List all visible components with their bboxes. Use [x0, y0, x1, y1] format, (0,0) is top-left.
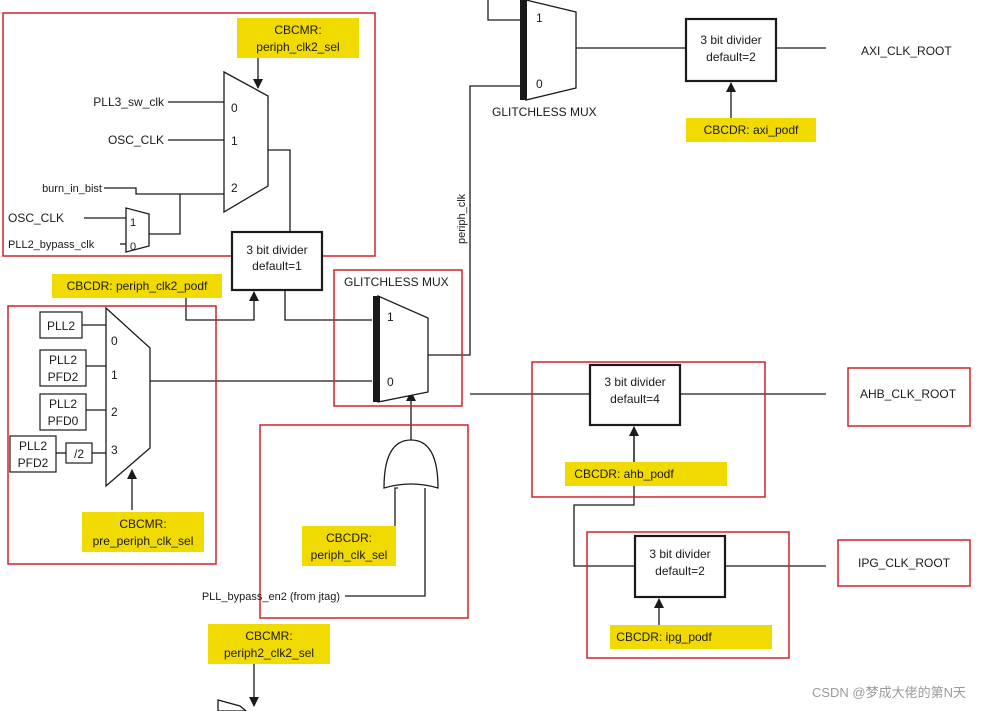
input-osc-clk: OSC_CLK [108, 133, 164, 147]
region-ipg-root [837, 539, 971, 587]
svg-text:1: 1 [387, 310, 394, 324]
svg-text:1: 1 [111, 368, 118, 382]
svg-text:PLL2: PLL2 [49, 397, 77, 411]
svg-text:pre_periph_clk_sel: pre_periph_clk_sel [93, 534, 194, 548]
periph-clk2-mux: 0 1 2 [223, 70, 269, 214]
divider-ipg: 3 bit divider default=2 [633, 534, 727, 599]
ahb-clk-root: AHB_CLK_ROOT [860, 387, 957, 401]
svg-text:PLL2: PLL2 [47, 319, 75, 333]
reg-pre-periph-clk-sel: CBCMR: pre_periph_clk_sel [82, 512, 204, 552]
input-pll2-bypass-clk: PLL2_bypass_clk [8, 239, 95, 251]
svg-text:0: 0 [231, 101, 238, 115]
region-ipg-divider [586, 531, 790, 659]
reg-axi-podf: CBCDR: axi_podf [686, 118, 816, 142]
svg-text:CBCDR:: CBCDR: [326, 531, 372, 545]
svg-text:default=1: default=1 [252, 259, 302, 273]
region-periph-clk2 [2, 12, 376, 257]
reg-periph2-clk2-sel: CBCMR: periph2_clk2_sel [208, 624, 330, 664]
reg-periph-clk2-sel: CBCMR: periph_clk2_sel [237, 18, 359, 58]
pre-periph-mux: 0 1 2 3 [105, 306, 151, 488]
svg-text:default=4: default=4 [610, 392, 660, 406]
periph-clk-label: periph_clk [456, 193, 468, 244]
small-bypass-mux: 1 0 [125, 207, 150, 253]
svg-text:0: 0 [111, 334, 118, 348]
svg-text:PFD0: PFD0 [48, 414, 79, 428]
svg-text:1: 1 [130, 217, 136, 229]
svg-text:1: 1 [231, 134, 238, 148]
svg-text:default=2: default=2 [706, 50, 756, 64]
svg-text:CBCDR: periph_clk2_podf: CBCDR: periph_clk2_podf [67, 279, 208, 293]
periph2-clk2-mux-partial [217, 699, 248, 711]
svg-text:CBCMR:: CBCMR: [245, 629, 292, 643]
svg-text:PFD2: PFD2 [18, 456, 49, 470]
source-box-pll2-pfd0: PLL2 PFD0 [39, 393, 87, 431]
svg-text:0: 0 [536, 77, 543, 91]
svg-text:CBCDR: ipg_podf: CBCDR: ipg_podf [616, 630, 712, 644]
svg-text:CBCDR: axi_podf: CBCDR: axi_podf [704, 123, 799, 137]
svg-text:2: 2 [111, 405, 118, 419]
ipg-clk-root: IPG_CLK_ROOT [858, 556, 951, 570]
svg-text:PFD2: PFD2 [48, 370, 79, 384]
glitchless-mux-mid: 1 0 GLITCHLESS MUX [344, 275, 449, 403]
source-box-pll2: PLL2 [39, 311, 83, 339]
svg-text:CBCMR:: CBCMR: [274, 23, 321, 37]
or-gate [383, 439, 439, 489]
svg-text:PLL2: PLL2 [49, 353, 77, 367]
reg-periph-clk2-podf: CBCDR: periph_clk2_podf [52, 274, 222, 298]
svg-text:3 bit divider: 3 bit divider [700, 33, 761, 47]
divider-ahb: 3 bit divider default=4 [588, 363, 682, 427]
region-periph-clk-sel [259, 424, 469, 619]
svg-text:CBCMR:: CBCMR: [119, 517, 166, 531]
region-ahb-root [847, 367, 971, 427]
axi-clk-root: AXI_CLK_ROOT [861, 44, 952, 58]
divider-axi: 3 bit divider default=2 [684, 17, 778, 83]
region-pre-periph [7, 305, 217, 565]
watermark: CSDN @梦成大佬的第N天 [812, 685, 966, 700]
svg-text:1: 1 [536, 11, 543, 25]
glitchless-mux-top-label: GLITCHLESS MUX [492, 105, 597, 119]
reg-ahb-podf: CBCDR: ahb_podf [565, 462, 727, 486]
reg-periph-clk-sel: CBCDR: periph_clk_sel [302, 526, 396, 566]
svg-text:periph_clk_sel: periph_clk_sel [311, 548, 388, 562]
glitchless-mux-top: 1 0 GLITCHLESS MUX [492, 0, 597, 119]
reg-ipg-podf: CBCDR: ipg_podf [610, 625, 772, 649]
highlight-regions [2, 12, 971, 659]
source-box-pll2-pfd2-div: PLL2 PFD2 /2 [9, 435, 93, 473]
region-glitchless-mid [333, 269, 463, 407]
svg-text:periph2_clk2_sel: periph2_clk2_sel [224, 646, 314, 660]
svg-text:0: 0 [130, 241, 136, 253]
svg-text:0: 0 [387, 375, 394, 389]
region-ahb-divider [531, 361, 766, 498]
svg-text:PLL2: PLL2 [19, 439, 47, 453]
input-osc-clk-small: OSC_CLK [8, 211, 64, 225]
source-box-pll2-pfd2: PLL2 PFD2 [39, 349, 87, 387]
svg-text:3 bit divider: 3 bit divider [649, 547, 710, 561]
svg-text:2: 2 [231, 181, 238, 195]
svg-text:default=2: default=2 [655, 564, 705, 578]
input-pll3-sw-clk: PLL3_sw_clk [93, 95, 165, 109]
svg-text:3 bit divider: 3 bit divider [604, 375, 665, 389]
svg-text:CBCDR: ahb_podf: CBCDR: ahb_podf [574, 467, 674, 481]
svg-text:3: 3 [111, 443, 118, 457]
input-burn-in-bist: burn_in_bist [42, 183, 102, 195]
pll-bypass-label: PLL_bypass_en2 (from jtag) [202, 591, 340, 603]
divider-periph-clk2: 3 bit divider default=1 [230, 230, 324, 292]
svg-text:/2: /2 [74, 447, 84, 461]
svg-text:periph_clk2_sel: periph_clk2_sel [256, 40, 339, 54]
glitchless-mux-mid-label: GLITCHLESS MUX [344, 275, 449, 289]
wires [56, 0, 826, 707]
svg-text:3 bit divider: 3 bit divider [246, 243, 307, 257]
